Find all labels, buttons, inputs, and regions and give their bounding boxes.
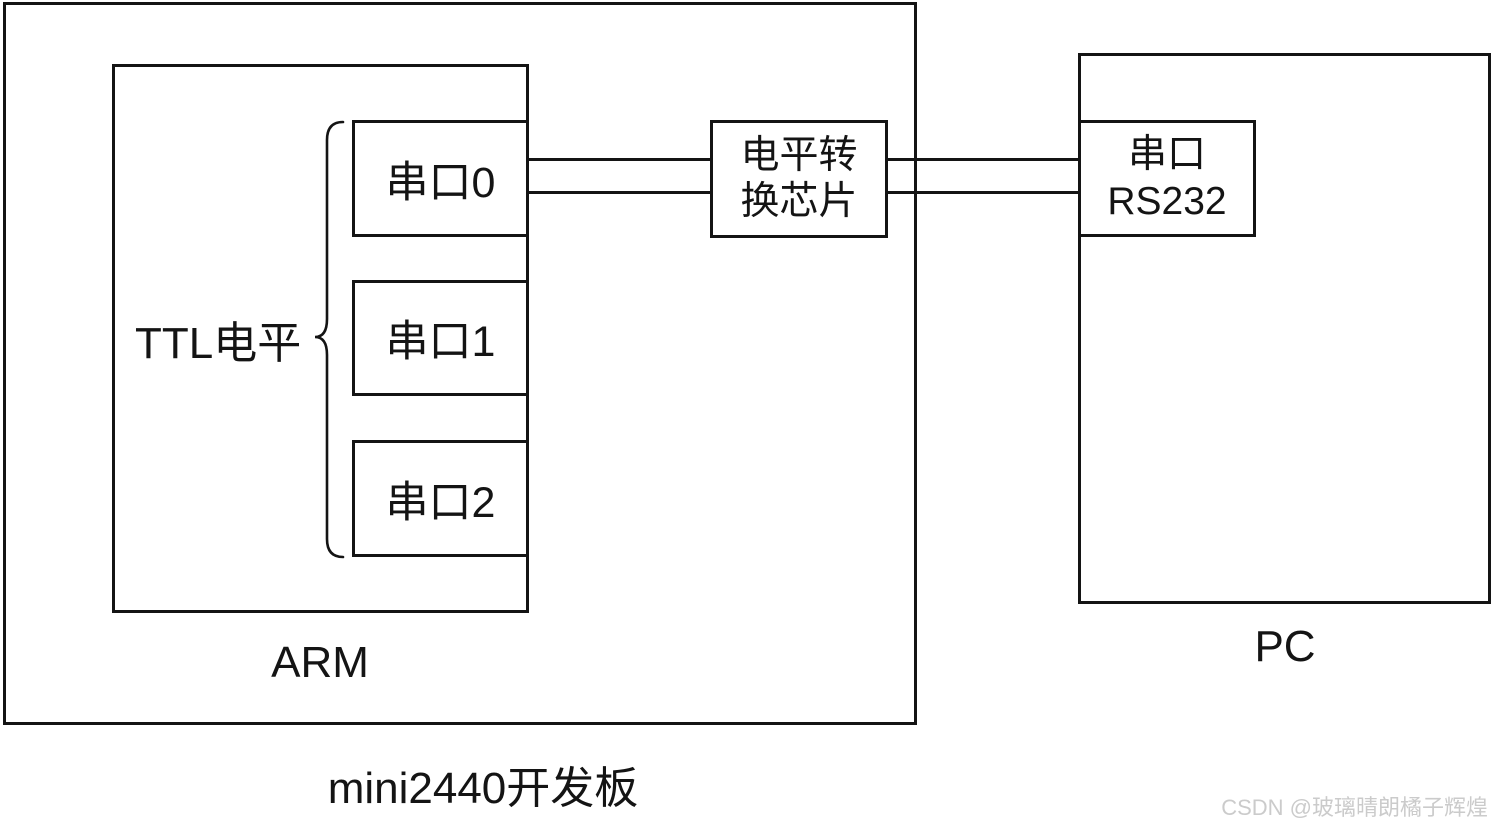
arm-label: ARM [271, 638, 369, 687]
pc-label: PC [1254, 622, 1316, 671]
pc-rs232-box: 串口 RS232 [1078, 120, 1256, 237]
ttl-level-label: TTL电平 [135, 319, 302, 368]
serial-port-0-box: 串口0 [352, 120, 529, 237]
serial-port-2-label: 串口2 [385, 478, 496, 527]
level-conversion-chip-box: 电平转 换芯片 [710, 120, 888, 238]
serial-port-0-label: 串口0 [385, 158, 496, 207]
pc-serial-label-line2: RS232 [1107, 179, 1227, 223]
connection-line-serial0-chip-top [529, 158, 710, 161]
level-chip-label-line1: 电平转 [740, 133, 858, 177]
serial-port-1-box: 串口1 [352, 280, 529, 396]
mini2440-board-label: mini2440开发板 [327, 764, 639, 813]
level-chip-label-line2: 换芯片 [740, 180, 858, 223]
connection-line-serial0-chip-bottom [529, 191, 710, 194]
connection-line-chip-rs232-bottom [888, 191, 1078, 194]
serial-port-2-box: 串口2 [352, 440, 529, 557]
connection-line-chip-rs232-top [888, 158, 1078, 161]
ttl-brace [314, 120, 345, 559]
csdn-watermark: CSDN @玻璃晴朗橘子辉煌 [1221, 795, 1488, 820]
serial-port-1-label: 串口1 [385, 318, 496, 366]
pc-serial-label-line1: 串口 [1127, 133, 1206, 177]
